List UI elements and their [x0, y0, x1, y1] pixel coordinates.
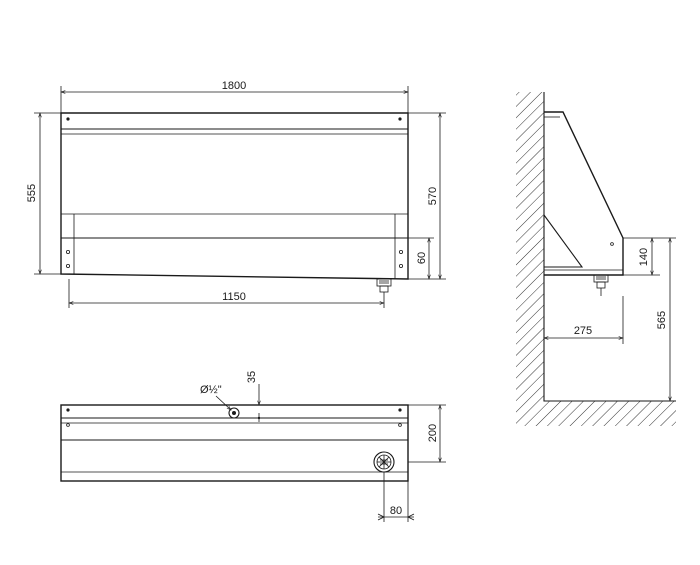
front-view: 1800 555 570 60 1150	[26, 80, 446, 308]
wall-face-line	[543, 92, 676, 402]
wall-hatch	[516, 92, 676, 426]
drain-fitting-icon	[376, 278, 392, 298]
mount-hole-icon	[66, 263, 71, 268]
mount-hole-icon	[66, 249, 71, 254]
dim-label-drain-offset: 80	[390, 505, 402, 517]
dim-label-inlet-offset: 35	[246, 371, 258, 383]
inlet-label: Ø½"	[200, 384, 222, 396]
dim-label-height-right: 570	[427, 187, 439, 205]
mount-hole-icon	[398, 263, 403, 268]
mount-hole-icon	[398, 423, 402, 427]
mount-hole-icon	[66, 423, 70, 427]
mount-hole-icon	[398, 117, 402, 121]
mount-hole-icon	[398, 249, 403, 254]
dim-label-side-depth: 275	[574, 325, 592, 337]
dim-arrow	[407, 513, 415, 521]
inlet-leader-line	[215, 395, 231, 410]
drain-grate-icon	[373, 451, 395, 473]
dim-label-trough-height: 140	[638, 248, 650, 266]
front-body-outline	[60, 112, 409, 280]
side-inner-line	[543, 214, 584, 268]
mount-hole-icon	[66, 117, 70, 121]
side-body-outline	[544, 111, 624, 276]
dim-label-width: 1800	[222, 80, 246, 92]
dim-label-mount-height: 565	[656, 311, 668, 329]
water-inlet-icon	[228, 407, 240, 419]
dim-label-top-depth: 200	[427, 424, 439, 442]
mount-hole-icon	[398, 408, 402, 412]
dim-label-height-left: 555	[26, 184, 38, 202]
dim-label-bottom-offset: 60	[416, 252, 428, 264]
mount-hole-icon	[610, 242, 614, 246]
mount-hole-icon	[66, 408, 70, 412]
side-drain-fitting-icon	[593, 274, 609, 296]
side-view: 140 565 275	[516, 92, 676, 426]
top-body-outline	[60, 404, 409, 482]
dim-arrow	[377, 513, 385, 521]
top-view: Ø½" 35 200 80	[60, 371, 446, 522]
dim-label-drain-distance: 1150	[222, 291, 246, 303]
inlet-center-mark-icon	[257, 416, 261, 420]
